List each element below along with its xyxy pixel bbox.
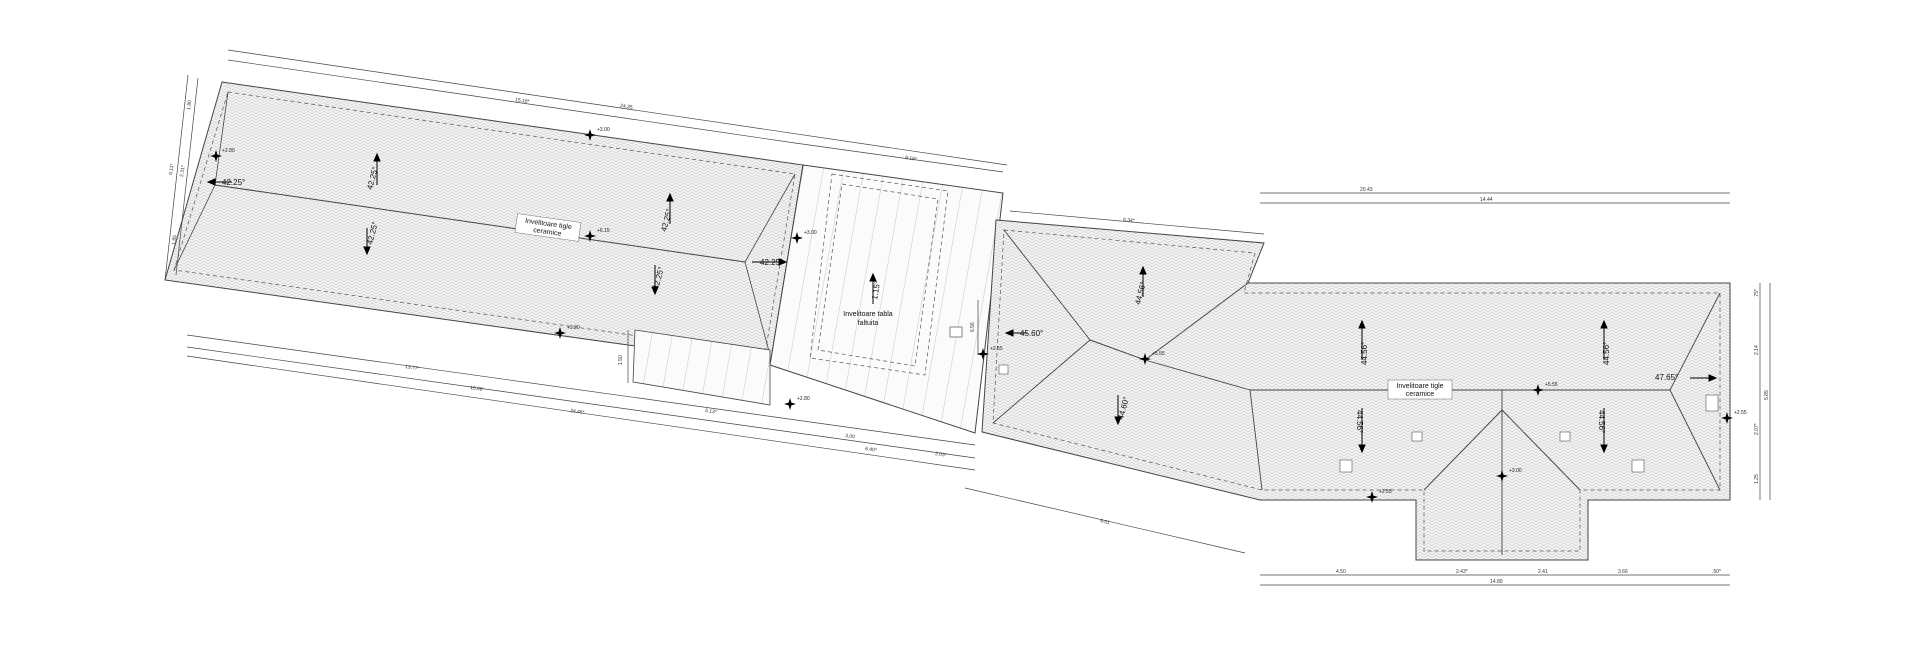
dim-right-bottom-total: 14.80 — [1490, 579, 1503, 585]
left-roof — [164, 81, 804, 366]
slope-arrow-icon — [752, 258, 788, 266]
angle-middle-slope: 1.15° — [870, 280, 882, 300]
level-left-east: +3.00 — [804, 230, 817, 236]
angle-right-slope-c: 44.56° — [1355, 410, 1364, 433]
label-middle-roof-line2: faltuita — [858, 320, 879, 327]
dim-right-side-b: 2.07* — [1754, 423, 1760, 435]
dim-left-c: 1.85 — [171, 235, 178, 246]
angle-left-hip-west: 42.25° — [222, 178, 245, 187]
label-left-roof-line2: ceramice — [533, 227, 562, 238]
dim-left-b: 2.31* — [179, 165, 187, 177]
level-left-ridge: +6.15 — [597, 228, 610, 234]
dim-top-overall: 24.35 — [620, 103, 633, 111]
label-middle-roof-line1: Invelitoare tabla — [843, 311, 893, 318]
level-marker-icon — [784, 398, 796, 410]
slope-arrow-icon — [1600, 408, 1608, 454]
dim-right-side-total: 5.85 — [1764, 390, 1770, 400]
dim-right-top-2: 14.44 — [1480, 197, 1493, 203]
slope-arrows — [206, 152, 1718, 454]
dim-bottom-7: 2.03* — [935, 451, 947, 459]
dim-right-bottom-1: 4.50 — [1336, 569, 1346, 575]
dim-left-total: 6.11* — [168, 163, 176, 175]
dim-bottom-5: 3.00 — [845, 433, 856, 440]
middle-roof-outline — [769, 164, 1004, 434]
angle-right-slope-b: 44.56° — [1602, 342, 1611, 365]
dim-right-diag-bottom: 8.01 — [1100, 518, 1111, 526]
dim-right-bottom-4: 3.66 — [1618, 569, 1628, 575]
level-markers: +3.00 +2.80 +6.15 +3.00 +3.20 +2.80 +2.5… — [210, 127, 1747, 503]
level-right-valley: +5.55 — [1152, 351, 1165, 357]
level-left-west: +2.80 — [222, 148, 235, 154]
angle-texts: 42.25° 42.25° 42.25° 42.25° 42.25° 42.25… — [222, 166, 1678, 433]
level-right-east: +2.55 — [1734, 410, 1747, 416]
dim-mid-height-a: 1.50 — [618, 355, 624, 365]
angle-left-hip-east: 42.25° — [760, 258, 783, 267]
left-roof-outline — [164, 81, 804, 366]
slope-arrow-icon — [1358, 319, 1366, 360]
level-right-center: +3.00 — [1509, 468, 1522, 474]
material-labels: Invelitoare tigle ceramice Invelitoare t… — [514, 213, 1453, 400]
dim-bottom-1: 13.77* — [405, 364, 420, 372]
label-right-roof-line1: Invelitoare tigle — [1396, 383, 1443, 390]
left-roof-ridge — [214, 184, 746, 263]
dim-right-overall-top: 20.43 — [1360, 187, 1373, 193]
slope-arrow-icon — [1358, 408, 1366, 454]
dim-bottom-6: 6.40* — [865, 446, 877, 454]
right-roof — [981, 219, 1731, 561]
right-roof-eaves — [992, 229, 1721, 552]
dim-mid-height-b: 6.56 — [970, 322, 976, 332]
slope-arrow-icon — [1139, 265, 1147, 297]
dim-bottom-2: 15.08 — [470, 385, 483, 393]
level-right-ridge: +5.55 — [1545, 382, 1558, 388]
dim-right-side-d: .75* — [1754, 289, 1760, 298]
middle-roof — [632, 164, 1004, 434]
dim-right-side-a: 1.25 — [1754, 474, 1760, 484]
level-left-top: +3.00 — [597, 127, 610, 133]
dim-bottom-3: 24.45* — [570, 408, 585, 416]
slope-arrow-icon — [1690, 374, 1718, 382]
dim-right-bottom-5: .50* — [1712, 569, 1721, 575]
slope-arrow-icon — [363, 228, 371, 256]
dim-top-middle: 8.16* — [905, 155, 917, 163]
dim-right-bottom-3: 2.41 — [1538, 569, 1548, 575]
middle-roof-lower-strip — [632, 329, 771, 406]
angle-right-slope-d: 44.56° — [1597, 410, 1606, 433]
slope-arrow-icon — [869, 272, 877, 304]
dimension-texts: 24.35 15.18* 8.16* 6.11* 1.80 2.31* 1.85… — [168, 97, 1770, 585]
slope-arrow-icon — [1114, 395, 1122, 426]
slope-arrow-icon — [1004, 329, 1028, 337]
slope-arrow-icon — [651, 265, 659, 296]
slope-arrow-icon — [666, 192, 674, 224]
dim-right-mid-top: 6.34* — [1123, 217, 1135, 224]
angle-right-slope-a: 44.56° — [1360, 342, 1369, 365]
level-right-bottom: +2.55 — [1379, 489, 1392, 495]
slope-arrow-icon — [206, 178, 232, 186]
dim-bottom-4: 5.13* — [705, 408, 717, 416]
dim-right-bottom-2: 2.43* — [1456, 569, 1468, 575]
level-right-west: +2.55 — [990, 346, 1003, 352]
level-left-bottom: +3.20 — [567, 325, 580, 331]
angle-right-hip-east: 47.65° — [1655, 373, 1678, 382]
dimension-lines — [164, 49, 1771, 586]
level-middle-bottom: +2.80 — [797, 396, 810, 402]
slope-arrow-icon — [1600, 319, 1608, 360]
slope-arrow-icon — [373, 152, 381, 185]
dim-right-side-c: 2.14 — [1754, 345, 1760, 355]
left-roof-eaves — [173, 91, 796, 355]
angle-right-hip-west: 45.60° — [1020, 329, 1043, 338]
dim-top-left: 15.18* — [515, 97, 530, 105]
dim-left-a: 1.80 — [186, 100, 193, 111]
skylight — [949, 326, 963, 338]
label-right-roof-line2: ceramice — [1406, 391, 1435, 398]
